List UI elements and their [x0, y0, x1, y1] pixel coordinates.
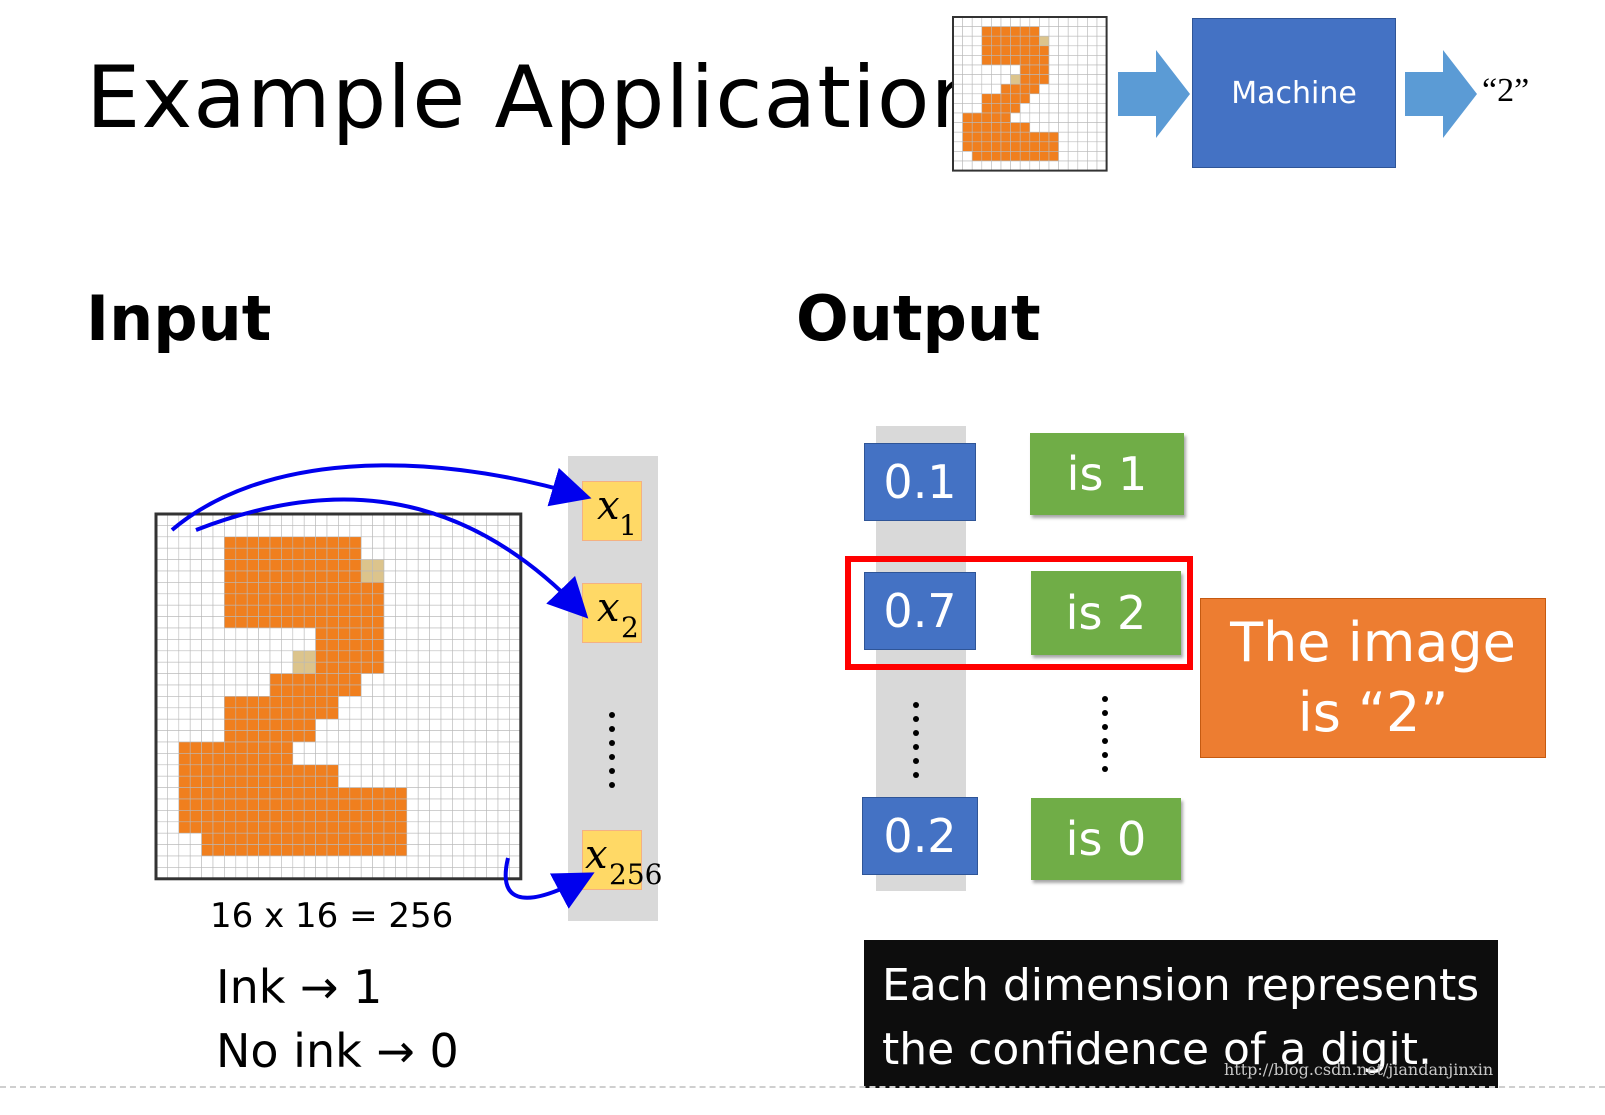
- input-arrow-icon: [1118, 50, 1190, 138]
- ink-rule: Ink → 1: [216, 960, 383, 1014]
- arrow-to-x1: [170, 463, 592, 532]
- arrow-to-x256: [503, 857, 595, 909]
- output-value-ellipsis: [913, 702, 919, 786]
- input-heading: Input: [86, 282, 272, 355]
- output-value-2: 0.2: [862, 797, 978, 875]
- no-ink-rule: No ink → 0: [216, 1024, 459, 1078]
- output-label-ellipsis: [1102, 696, 1108, 780]
- page-title: Example Application: [86, 48, 986, 148]
- output-label-0: is 1: [1030, 433, 1184, 515]
- output-label-1: is 2: [1031, 571, 1181, 655]
- output-arrow-icon: [1405, 50, 1477, 138]
- machine-box: Machine: [1192, 18, 1396, 168]
- vector-item-x1: x 1: [582, 481, 642, 541]
- machine-output-label: “2”: [1482, 72, 1530, 109]
- result-box: The image is “2”: [1200, 598, 1546, 758]
- output-heading: Output: [796, 282, 1041, 355]
- grid-frame: [952, 16, 1108, 172]
- bottom-divider: [0, 1086, 1605, 1088]
- digit-grid: [154, 512, 523, 881]
- result-line-1: The image: [1230, 610, 1516, 674]
- watermark: http://blog.csdn.net/jiandanjinxin: [1224, 1060, 1494, 1079]
- grid-frame: [154, 512, 523, 881]
- highlight-box: [845, 556, 1193, 670]
- machine-label: Machine: [1231, 75, 1357, 111]
- confidence-note: Each dimension represents the confidence…: [864, 940, 1498, 1088]
- output-value-1: 0.7: [864, 572, 976, 650]
- small-digit-image: [952, 16, 1108, 172]
- output-label-2: is 0: [1031, 798, 1181, 880]
- vector-ellipsis: [609, 712, 615, 796]
- grid-size-caption: 16 x 16 = 256: [210, 896, 454, 936]
- arrow-to-x2: [195, 497, 589, 619]
- vector-item-x2: x 2: [582, 583, 642, 643]
- output-value-0: 0.1: [864, 443, 976, 521]
- result-line-2: is “2”: [1297, 681, 1449, 744]
